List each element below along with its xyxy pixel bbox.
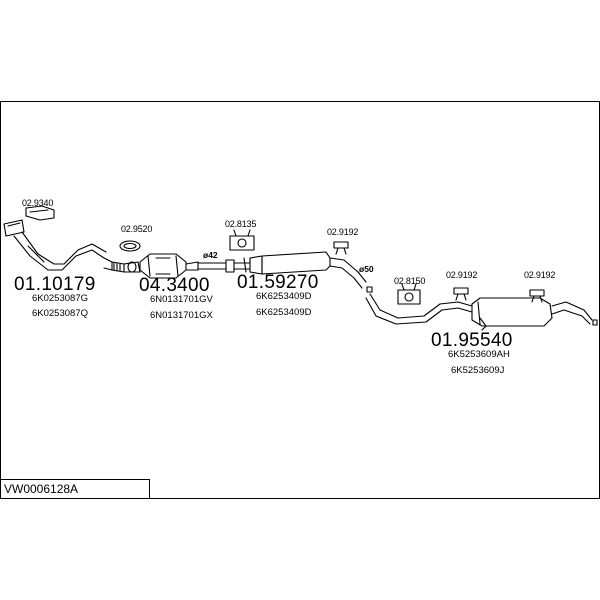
oem-number: 6K5253609J [451,365,505,376]
connecting-pipe [197,259,251,273]
rubber-mount-icon [229,229,255,251]
hanger-icon [333,241,349,255]
accessory-number: 02.8135 [225,219,257,229]
part-number-rear-silencer: 01.95540 [431,330,513,351]
accessory-number: 02.9520 [121,224,153,234]
oem-number: 6K0253087Q [32,308,88,319]
hanger-icon [453,287,469,301]
front-pipe [103,257,141,273]
oem-number: 6N0131701GV [150,294,213,305]
accessory-number: 02.9192 [327,227,359,237]
accessory-number: 02.9192 [446,270,478,280]
pipe-diameter-label: ø50 [359,264,374,274]
rear-silencer [471,297,598,331]
oem-number: 6K6253409D [256,307,312,318]
pipe-diameter-label: ø42 [203,250,218,260]
accessory-number: 02.9340 [22,198,54,208]
exhaust-manifold [3,219,107,271]
accessory-number: 02.8150 [394,276,426,286]
catalytic-converter [127,253,199,279]
part-number-middle-silencer: 01.59270 [237,272,319,293]
accessory-number: 02.9192 [524,270,556,280]
oem-number: 6N0131701GX [150,310,213,321]
reference-number: VW0006128A [4,482,79,496]
rubber-mount-icon [397,283,421,305]
gasket-ring-icon [119,240,141,252]
clamp-icon [25,205,55,221]
oem-number: 6K6253409D [256,291,312,302]
oem-number: 6K0253087G [32,293,88,304]
rear-pipe [365,286,473,325]
reference-box [0,479,150,499]
hanger-icon [529,289,545,303]
part-number-catalyst: 04.3400 [139,275,210,296]
part-number-manifold: 01.10179 [14,274,96,295]
middle-silencer [243,251,367,289]
oem-number: 6K5253609AH [448,349,510,360]
